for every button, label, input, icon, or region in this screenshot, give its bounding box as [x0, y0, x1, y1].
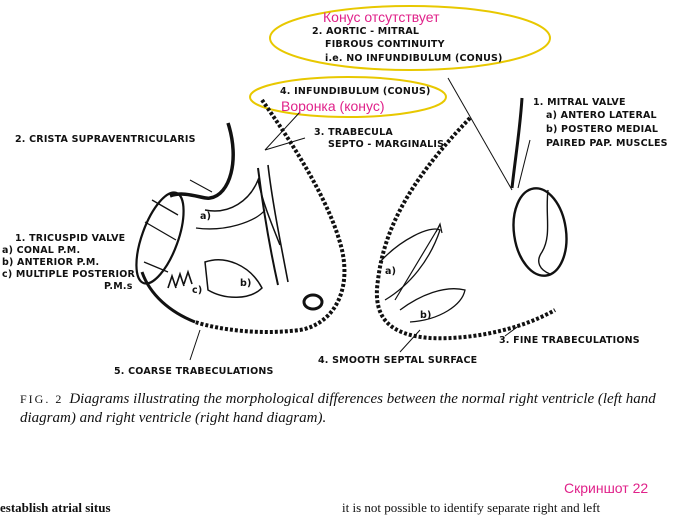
mitral-label-1: 1. MITRAL VALVE — [533, 97, 626, 108]
coarse-trabeculations-label: 5. COARSE TRABECULATIONS — [114, 366, 274, 377]
aortic-mitral-label-3: i.e. NO INFUNDIBULUM (CONUS) — [325, 53, 503, 64]
conus-absent-ellipse — [269, 5, 551, 71]
aortic-mitral-label-1: 2. AORTIC - MITRAL — [312, 26, 420, 37]
tricuspid-label-5: P.M.s — [104, 281, 133, 292]
figure-number: FIG. 2 — [20, 392, 64, 406]
tricuspid-label-3: b) ANTERIOR P.M. — [2, 257, 100, 268]
crista-label: 2. CRISTA SUPRAVENTRICULARIS — [15, 134, 196, 145]
left-pm-a-label: a) — [200, 211, 212, 222]
tricuspid-label-4: c) MULTIPLE POSTERIOR — [2, 269, 136, 280]
funnel-annotation: Воронка (конус) — [281, 98, 385, 114]
footer-left-text: establish atrial situs — [0, 500, 111, 515]
trabecula-label-2: SEPTO - MARGINALIS — [328, 139, 445, 150]
mitral-label-2: a) ANTERO LATERAL — [546, 110, 657, 121]
footer-right-text: it is not possible to identify separate … — [342, 500, 601, 515]
left-pm-c-label: c) — [192, 285, 203, 296]
right-pm-b-label: b) — [420, 310, 432, 321]
left-pm-b-label: b) — [240, 278, 252, 289]
left-ventricle-drawing — [135, 98, 347, 361]
right-ventricle-drawing — [374, 77, 568, 353]
aortic-mitral-label-2: FIBROUS CONTINUITY — [325, 39, 445, 50]
mitral-label-3: b) POSTERO MEDIAL — [546, 124, 659, 135]
infundibulum-label: 4. INFUNDIBULUM (CONUS) — [280, 86, 431, 97]
fine-trabeculations-label: 3. FINE TRABECULATIONS — [499, 335, 640, 346]
figure-caption-text: Diagrams illustrating the morphological … — [20, 391, 656, 426]
screenshot-annotation: Скриншот 22 — [564, 480, 649, 496]
trabecula-label-1: 3. TRABECULA — [314, 127, 393, 138]
funnel-ellipse — [249, 76, 447, 118]
smooth-septal-label: 4. SMOOTH SEPTAL SURFACE — [318, 355, 478, 366]
right-pm-a-label: a) — [385, 266, 397, 277]
conus-absent-annotation: Конус отсутствует — [323, 9, 440, 25]
tricuspid-label-2: a) CONAL P.M. — [2, 245, 81, 256]
ventricle-diagrams — [135, 5, 568, 361]
mitral-label-4: PAIRED PAP. MUSCLES — [546, 138, 668, 149]
tricuspid-label-1: 1. TRICUSPID VALVE — [15, 233, 126, 244]
